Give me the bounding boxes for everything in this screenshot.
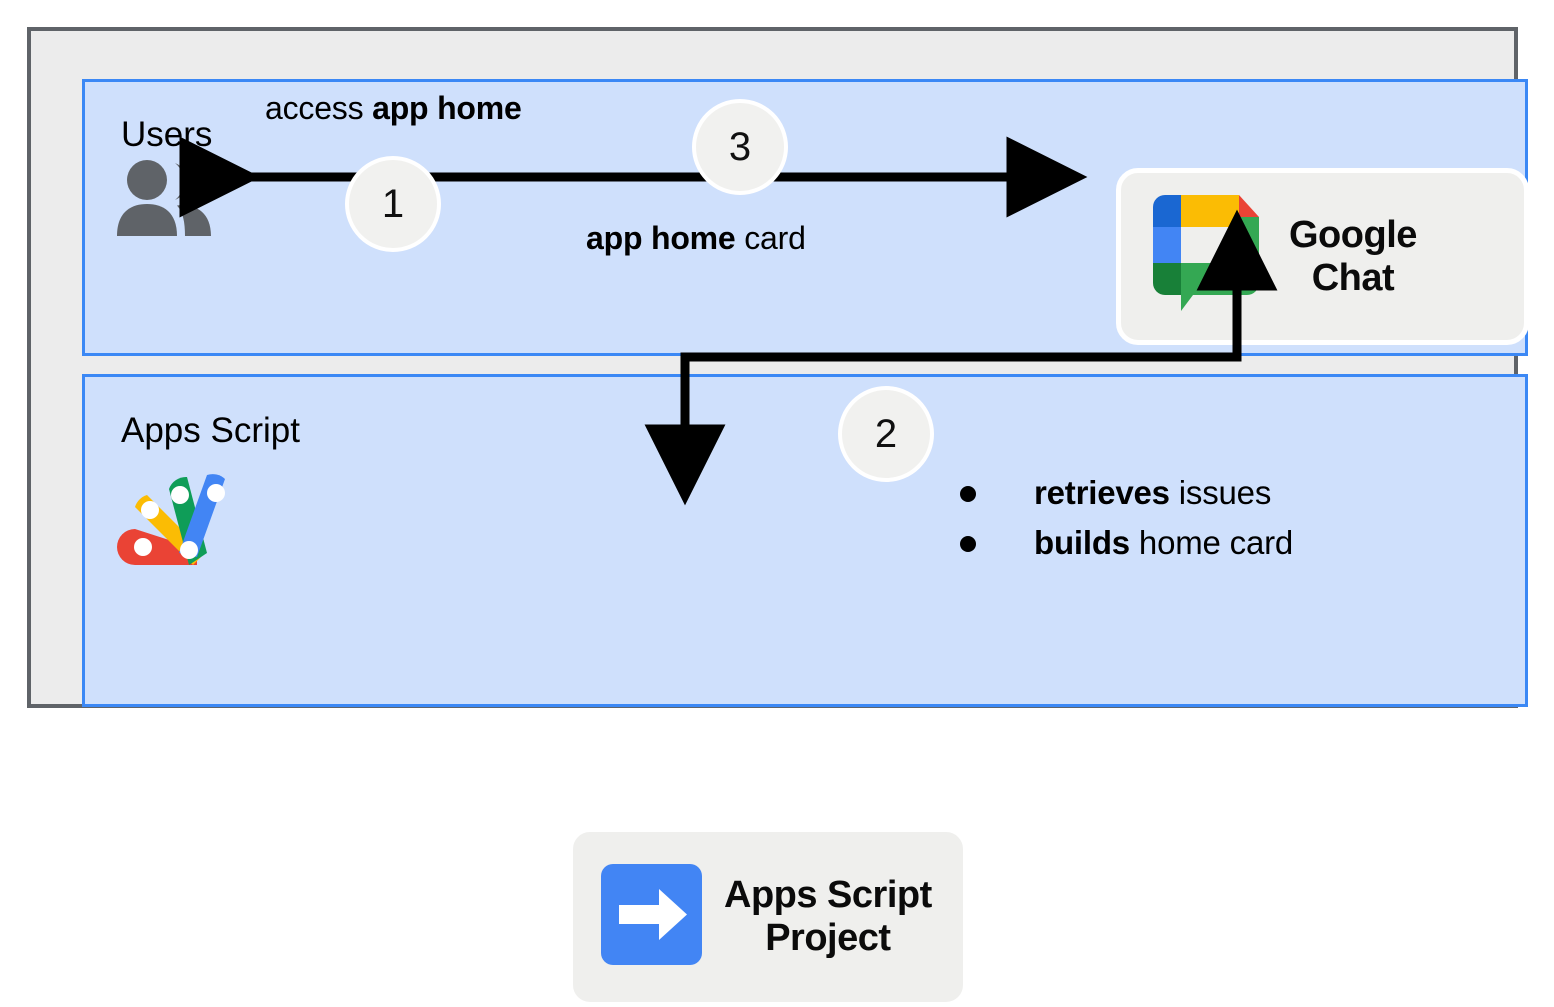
list-item: retrieves issues (950, 468, 1293, 518)
apps-script-logo (113, 457, 239, 574)
step-badge-2-number: 2 (874, 411, 898, 456)
apps-script-project-label-line1: Apps Script (724, 874, 932, 917)
edge-label-app-home-card-plain: card (735, 220, 806, 256)
edge-label-access-app-home-bold: app home (372, 90, 522, 126)
edge-label-access-app-home: access app home (265, 90, 522, 127)
list-item-bold: retrieves (1034, 474, 1170, 511)
lane-users-title: Users (121, 115, 213, 154)
list-item-plain: issues (1169, 474, 1272, 511)
list-item-bold: builds (1034, 524, 1130, 562)
node-apps-script-project[interactable]: Apps Script Project (568, 827, 968, 1007)
google-chat-label-line2: Chat (1311, 256, 1395, 299)
apps-script-project-label-line2: Project (765, 917, 891, 959)
node-google-chat[interactable]: Google Chat (1116, 168, 1529, 345)
list-item: builds home card (950, 518, 1293, 568)
step-badge-3-number: 3 (728, 124, 752, 169)
bullet-dot-icon (960, 486, 976, 502)
google-chat-logo (1145, 195, 1267, 318)
lane-apps-script-title: Apps Script (121, 411, 300, 450)
lane-apps-script: Apps Script (82, 374, 1528, 1007)
apps-script-project-label: Apps Script Project (724, 874, 932, 959)
people-icon (115, 160, 217, 243)
step-badge-1-number: 1 (381, 181, 405, 226)
apps-script-actions-list: retrieves issues builds home card (950, 468, 1293, 568)
edge-label-app-home-card-bold: app home (586, 220, 736, 256)
step-badge-3: 3 (692, 99, 788, 195)
bullet-dot-icon (960, 536, 976, 553)
step-badge-2: 2 (838, 386, 934, 482)
edge-label-app-home-card: app home card (586, 220, 806, 257)
step-badge-1: 1 (345, 156, 441, 252)
edge-label-access-app-home-plain: access (265, 90, 373, 126)
apps-script-deploy-icon (601, 864, 702, 970)
google-chat-label: Google Chat (1289, 214, 1417, 299)
google-chat-label-line1: Google (1289, 213, 1417, 256)
list-item-plain: home card (1129, 524, 1294, 562)
